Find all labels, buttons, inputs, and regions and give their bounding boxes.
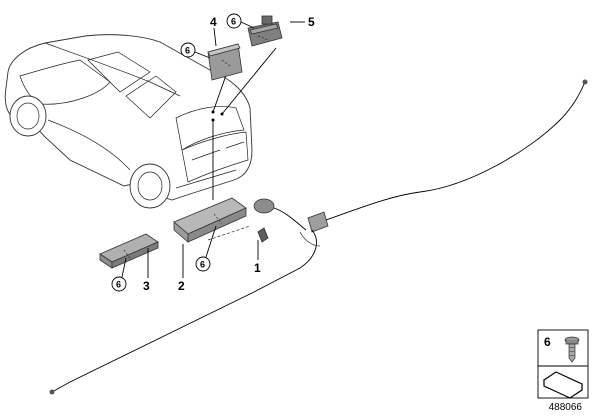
reference-number: 488066 <box>548 402 582 413</box>
svg-text:6: 6 <box>200 260 205 270</box>
part-3-module <box>99 233 159 269</box>
callout-screw-6-a: 6 <box>180 42 211 59</box>
svg-text:6: 6 <box>185 46 190 56</box>
callout-part-5: 5 <box>308 15 315 29</box>
callout-screw-6-d: 6 <box>111 257 127 292</box>
legend-box: 6 <box>537 329 589 399</box>
callout-screw-6-c: 6 <box>195 225 217 272</box>
callout-part-1: 1 <box>254 261 261 275</box>
legend-item-number: 6 <box>544 335 551 349</box>
callout-part-2: 2 <box>178 279 185 293</box>
callout-part-3: 3 <box>143 279 150 293</box>
vehicle-outline <box>4 34 253 209</box>
callout-part-4: 4 <box>210 15 217 29</box>
part-2-control-unit <box>173 197 247 243</box>
svg-text:6: 6 <box>231 17 236 27</box>
part-4-module <box>207 43 243 81</box>
part-5-bracket <box>247 15 283 47</box>
svg-text:6: 6 <box>116 280 121 290</box>
part-1-sensor-harness <box>49 79 588 395</box>
callout-screw-6-b: 6 <box>226 13 255 29</box>
direction-arrow-icon <box>542 371 584 399</box>
screw-icon <box>564 336 580 363</box>
